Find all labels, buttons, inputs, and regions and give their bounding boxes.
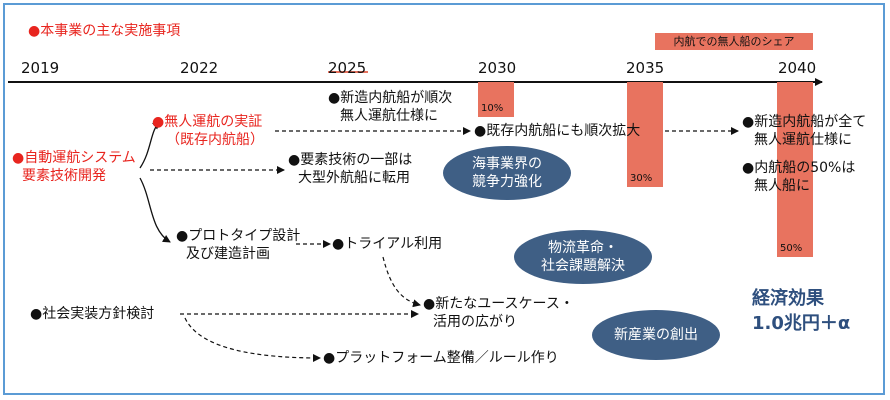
- ellipse-new-industry: 新産業の創出: [592, 310, 720, 360]
- ellipse-logistics-revolution: 物流革命・社会課題解決: [514, 230, 652, 284]
- item-existing-expand: ●既存内航船にも順次拡大: [474, 123, 641, 139]
- share-label-2030: 10%: [481, 102, 504, 114]
- item-element-transfer: ●要素技術の一部は大型外航船に転用: [288, 152, 413, 186]
- year-2022: 2022: [180, 59, 219, 77]
- link-social-platform: [184, 317, 321, 362]
- item-platform: ●プラットフォーム整備／ルール作り: [323, 350, 559, 366]
- share-label-2035: 30%: [630, 172, 653, 184]
- item-autonomous-dev: ●自動運航システム要素技術開発: [12, 150, 136, 184]
- year-2019: 2019: [21, 59, 60, 77]
- year-2040: 2040: [778, 59, 817, 77]
- share-bar-2035: 30%: [627, 82, 663, 187]
- item-all-new: ●新造内航船が全て無人運航仕様に: [742, 114, 867, 148]
- branch-to-demo: [139, 121, 161, 169]
- item-social-policy: ●社会実装方針検討: [30, 306, 155, 322]
- year-2025: 2025: [328, 59, 367, 77]
- year-2030: 2030: [478, 59, 517, 77]
- branch-to-prototype: [139, 177, 171, 243]
- item-unmanned-demo: ●無人運航の実証（既存内航船）: [152, 114, 264, 148]
- link-trial-usecase: [382, 256, 421, 308]
- item-prototype: ●プロトタイプ設計及び建造計画: [176, 228, 301, 262]
- page-heading: ●本事業の主な実施事項: [28, 23, 181, 39]
- diagram-frame: [3, 3, 885, 395]
- share-label-2040: 50%: [780, 242, 803, 254]
- item-trial: ●トライアル利用: [332, 236, 443, 252]
- year-2035: 2035: [626, 59, 665, 77]
- item-new-usecase: ●新たなユースケース・活用の広がり: [423, 296, 574, 330]
- share-bar-2040: 50%: [777, 82, 813, 257]
- ellipse-maritime-competitiveness: 海事業界の競争力強化: [443, 146, 571, 200]
- share-legend: 内航での無人船のシェア: [655, 33, 813, 50]
- item-half-unmanned: ●内航船の50%は無人船に: [742, 160, 856, 194]
- share-bar-2030: 10%: [478, 82, 514, 117]
- item-new-coastal-gradual: ●新造内航船が順次無人運航仕様に: [328, 90, 453, 124]
